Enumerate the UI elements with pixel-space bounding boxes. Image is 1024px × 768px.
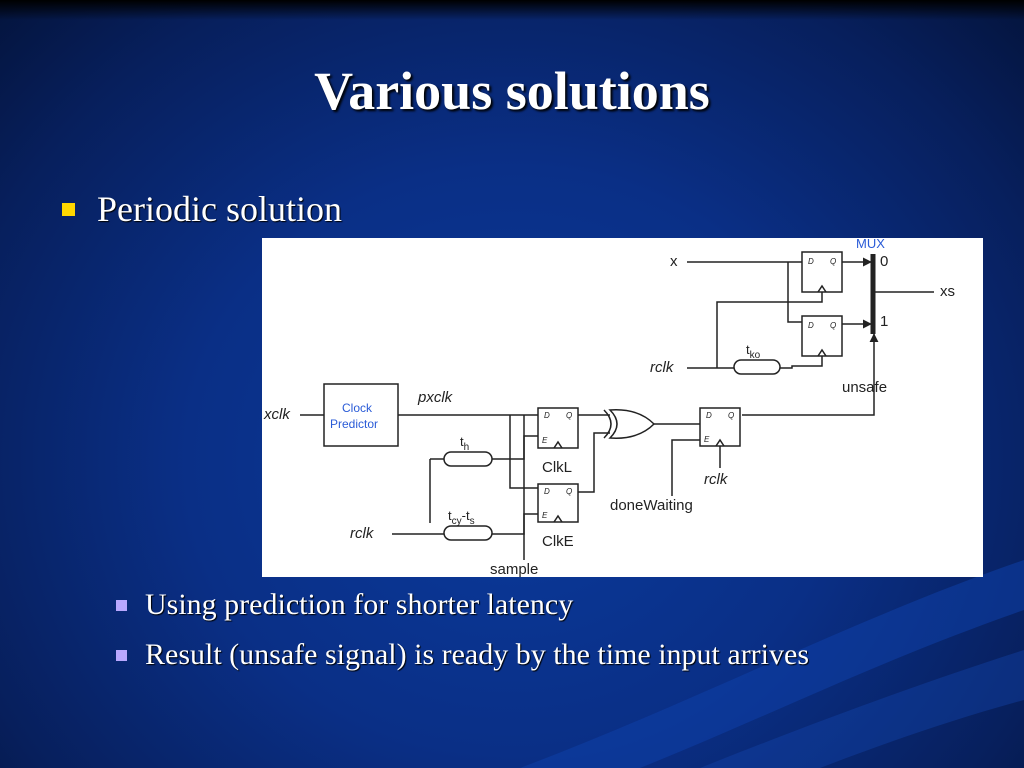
label-donewaiting: doneWaiting <box>610 497 693 514</box>
sub-bullet-2: Result (unsafe signal) is ready by the t… <box>116 638 809 672</box>
wire-x-branch <box>787 262 802 323</box>
wire-clke-q <box>578 432 610 493</box>
label-unsafe: unsafe <box>842 379 887 396</box>
label-sample: sample <box>490 561 538 577</box>
ff-done-e: E <box>704 435 710 444</box>
ff-bottom-q: Q <box>830 321 836 330</box>
slide-title: Various solutions <box>314 61 710 121</box>
label-clock-predictor-1: Clock <box>342 401 373 415</box>
label-tcy: tcy-ts <box>448 508 475 527</box>
bullet-square-icon <box>62 202 75 216</box>
delay-th <box>443 451 493 467</box>
label-xs: xs <box>940 283 955 300</box>
ff-clkl-e: E <box>542 436 548 445</box>
ff-done-clk <box>715 438 725 447</box>
delay-tko <box>733 359 781 375</box>
delay-tcy <box>443 525 493 541</box>
ff-bottom-d: D <box>808 321 814 330</box>
sub-bullet-text: Result (unsafe signal) is ready by the t… <box>145 638 809 671</box>
ff-top-q: Q <box>830 257 836 266</box>
ff-clke <box>537 483 579 523</box>
sub-bullet-text: Using prediction for shorter latency <box>145 588 574 621</box>
diagram-labels: x MUX 0 1 xs rclk tko unsafe xclk Clock … <box>263 238 955 577</box>
ff-clke-e: E <box>542 511 548 520</box>
ff-clke-d: D <box>544 487 550 496</box>
ff-done-d: D <box>706 411 712 420</box>
wire-th-out <box>492 435 538 460</box>
ff-clkl-clk <box>553 440 563 449</box>
ff-mux-bottom-clk <box>817 348 827 357</box>
wire-top-ff-clock <box>716 292 823 368</box>
ff-top-d: D <box>808 257 814 266</box>
label-mux: MUX <box>856 238 885 251</box>
bullet-text: Periodic solution <box>97 189 342 229</box>
bullet-periodic-solution: Periodic solution <box>62 188 342 230</box>
label-th: th <box>460 434 469 453</box>
wire-donewaiting <box>671 439 700 496</box>
ff-clke-q: Q <box>566 487 572 496</box>
xor-extra-arc <box>603 409 612 439</box>
label-tko: tko <box>746 342 761 361</box>
label-rclk-bottom: rclk <box>350 525 375 542</box>
circuit-diagram: x MUX 0 1 xs rclk tko unsafe xclk Clock … <box>262 238 983 577</box>
label-x: x <box>670 253 678 270</box>
wire-unsafe <box>742 333 879 416</box>
label-rclk-top: rclk <box>650 359 675 376</box>
label-xclk: xclk <box>263 406 291 423</box>
ff-done-q: Q <box>728 411 734 420</box>
sub-bullet-square-icon <box>116 649 127 661</box>
label-mux-0: 0 <box>880 253 888 270</box>
label-clock-predictor-2: Predictor <box>330 417 378 431</box>
ff-clkl <box>537 407 579 449</box>
label-rclk-mid: rclk <box>704 471 729 488</box>
sub-bullet-square-icon <box>116 599 127 611</box>
top-shadow-bar <box>0 0 1024 20</box>
wire-tcy-out <box>492 513 538 535</box>
ff-clke-clk <box>553 514 563 523</box>
ff-top-clk <box>817 284 827 293</box>
sub-bullet-1: Using prediction for shorter latency <box>116 588 573 622</box>
xor-gate <box>608 409 656 439</box>
label-clkl: ClkL <box>542 459 572 476</box>
label-pxclk: pxclk <box>417 389 454 406</box>
wire-tko-out <box>780 356 823 369</box>
wire-pxclk-branch <box>509 415 538 489</box>
ff-clkl-d: D <box>544 411 550 420</box>
ff-clkl-q: Q <box>566 411 572 420</box>
label-mux-1: 1 <box>880 313 888 330</box>
label-clke: ClkE <box>542 533 574 550</box>
clock-predictor-box <box>323 383 399 447</box>
